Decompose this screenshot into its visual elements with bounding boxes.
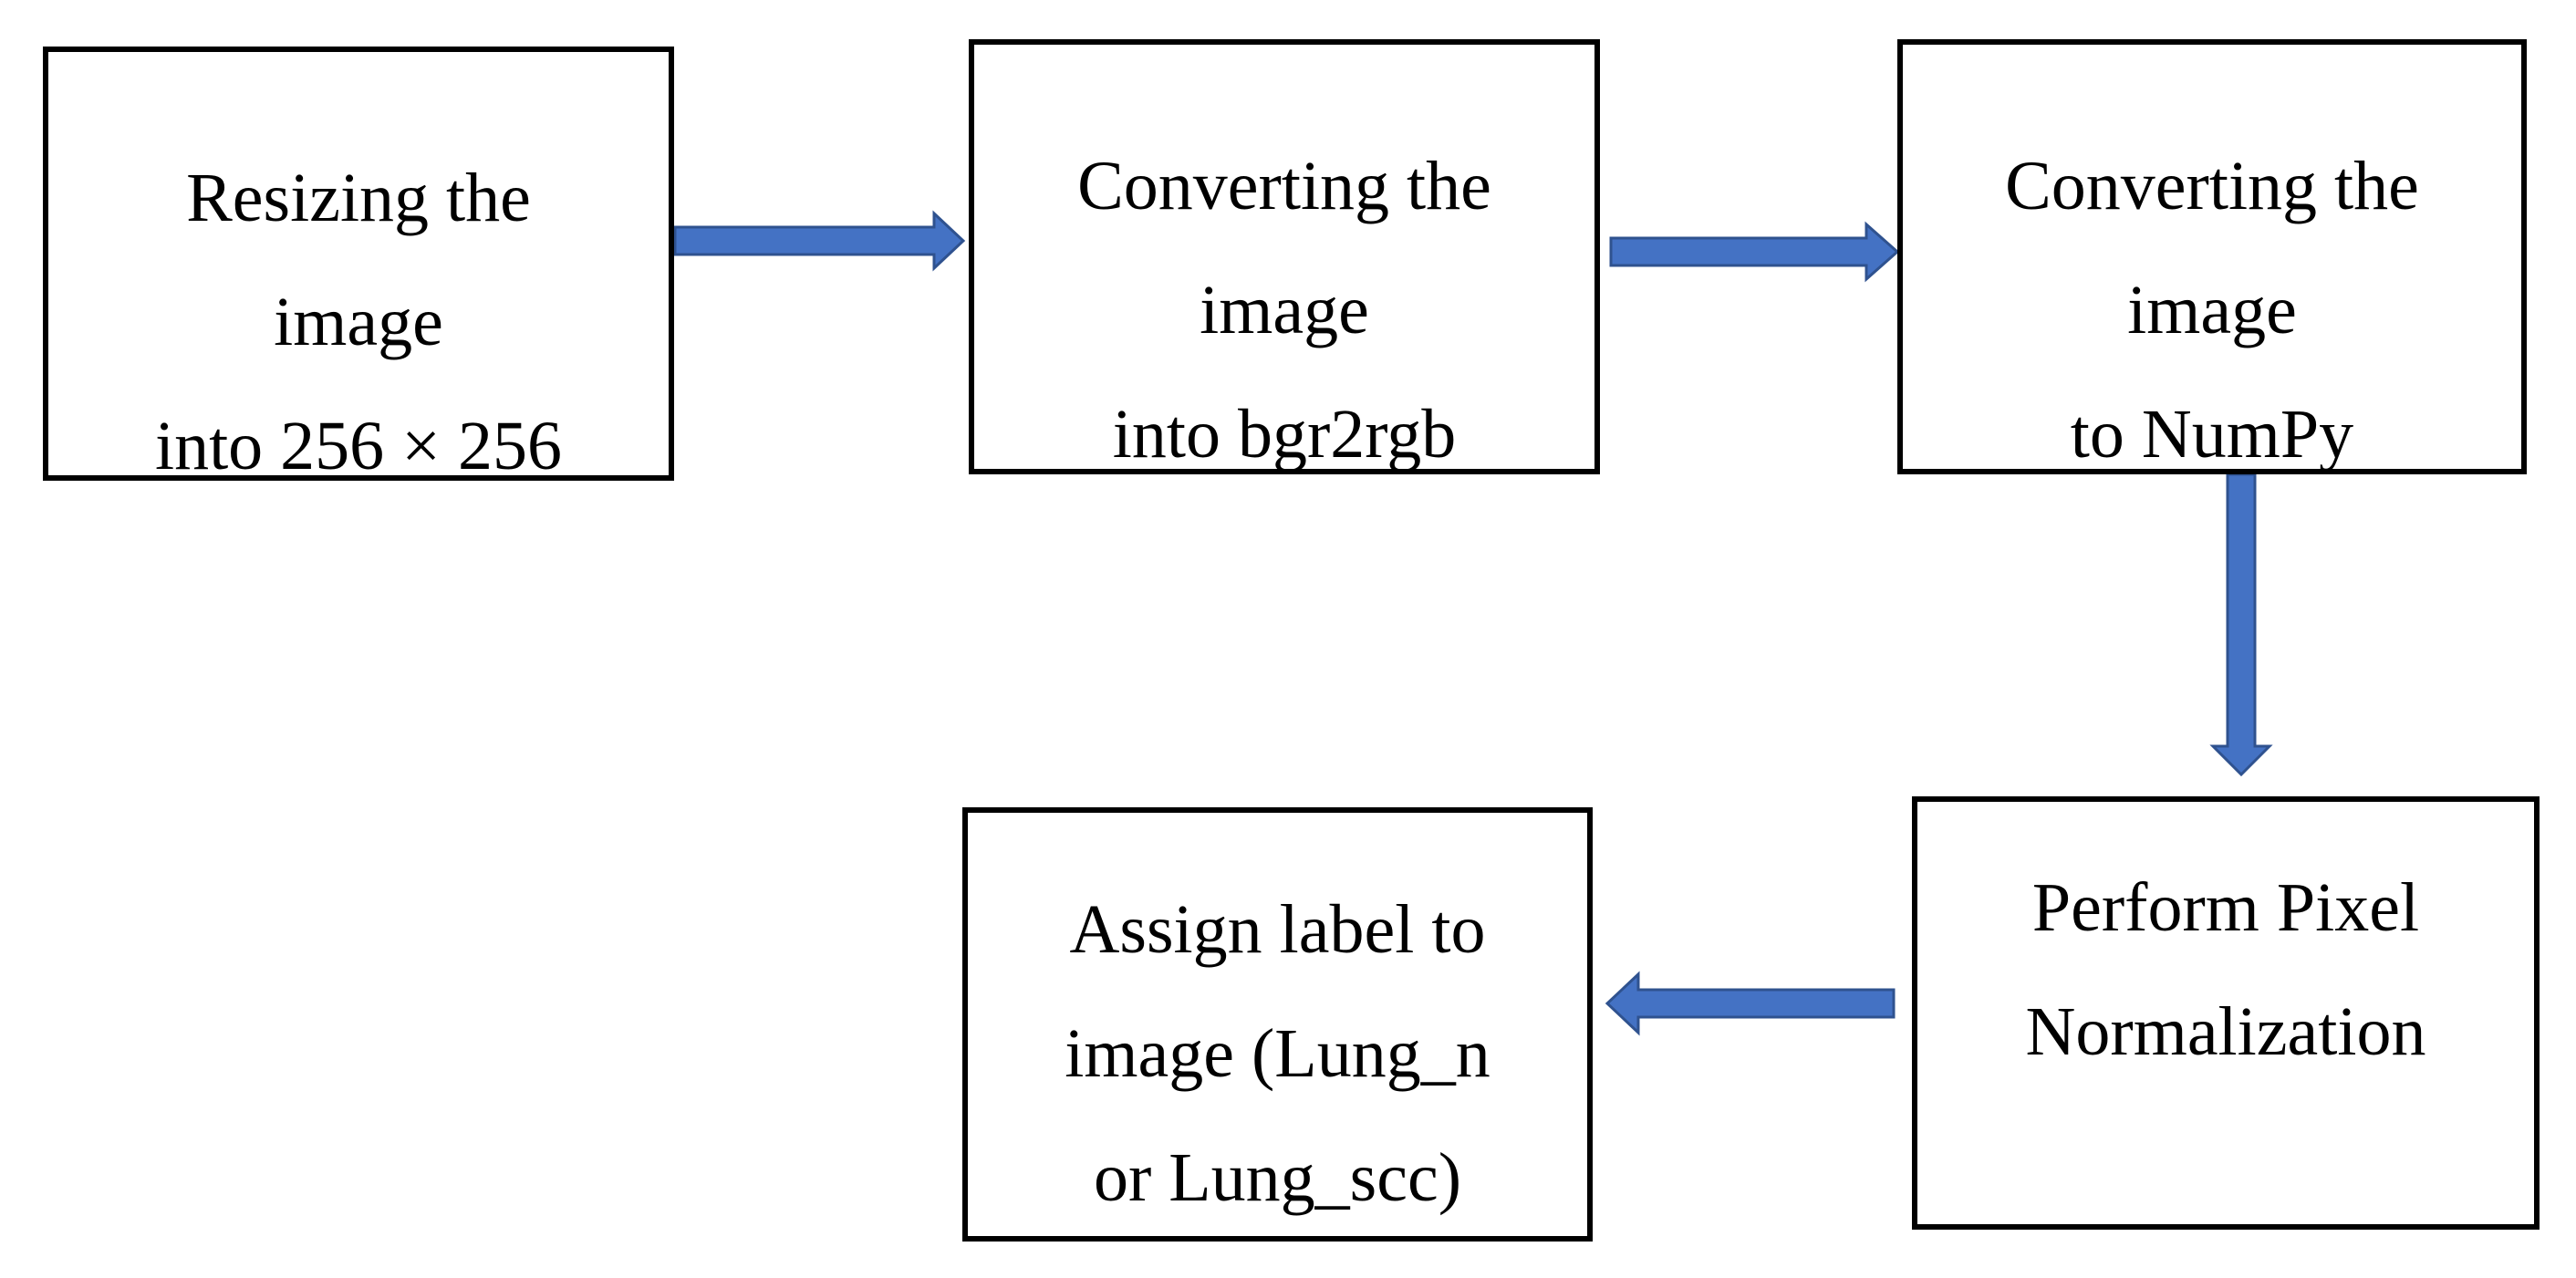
node-label-line-3: or Lung_scc) [1093, 1139, 1462, 1216]
node-numpy: Converting the image to NumPy [1897, 39, 2527, 474]
node-bgr2rgb: Converting the image into bgr2rgb [969, 39, 1600, 474]
node-numpy-line-3: to NumPy [2070, 396, 2354, 473]
arrow-normalize-to-label [1605, 971, 1896, 1036]
node-bgr2rgb-line-1: Converting the [1077, 148, 1491, 224]
node-resize-line-1: Resizing the [186, 160, 531, 236]
node-bgr2rgb-line-2: image [1200, 272, 1369, 348]
node-label-line-1: Assign label to [1069, 891, 1486, 968]
node-numpy-line-2: image [2127, 272, 2297, 348]
arrow-resize-to-bgr2rgb [673, 210, 966, 272]
node-resize-line-3: into 256 × 256 [154, 408, 563, 484]
node-numpy-line-1: Converting the [2005, 148, 2419, 224]
arrow-numpy-to-normalize [2209, 473, 2273, 777]
node-normalize-line-2: Normalization [2025, 993, 2426, 1070]
arrow-bgr2rgb-to-numpy [1609, 221, 1900, 283]
node-normalize: Perform Pixel Normalization [1912, 796, 2540, 1230]
node-resize: Resizing the image into 256 × 256 [43, 47, 674, 484]
node-normalize-line-1: Perform Pixel [2031, 869, 2420, 946]
node-label: Assign label to image (Lung_n or Lung_sc… [962, 807, 1593, 1242]
node-bgr2rgb-line-3: into bgr2rgb [1112, 396, 1457, 473]
node-label-line-2: image (Lung_n [1065, 1015, 1491, 1092]
node-resize-line-2: image [274, 284, 443, 360]
